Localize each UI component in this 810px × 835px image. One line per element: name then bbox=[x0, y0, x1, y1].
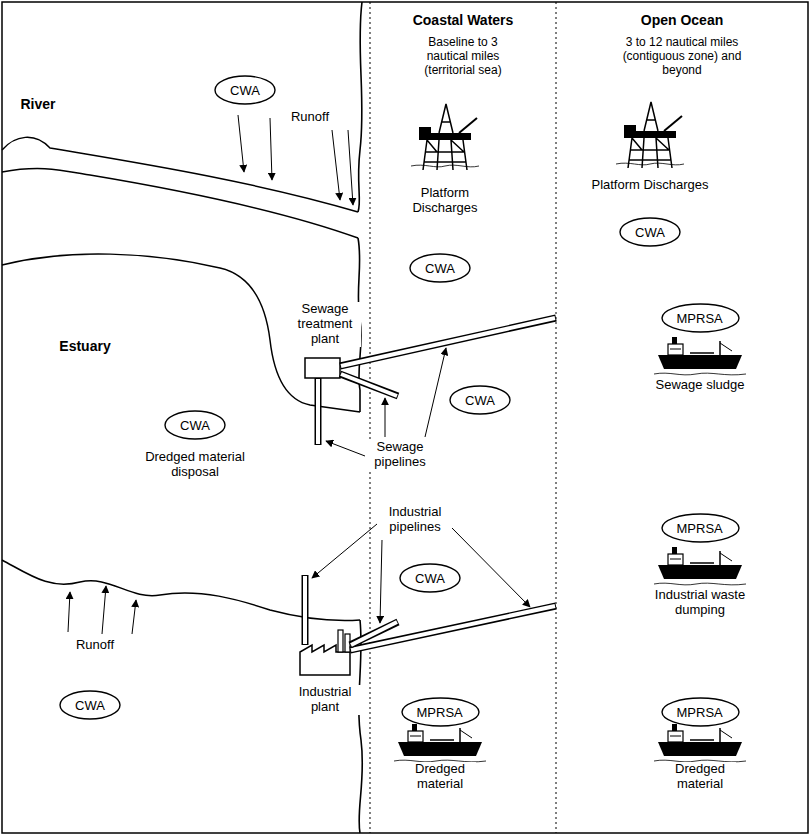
pipe-outline bbox=[302, 575, 309, 645]
oval-shape bbox=[662, 514, 739, 542]
jurisdiction-label: CWA bbox=[465, 394, 495, 409]
jurisdiction-label: CWA bbox=[425, 262, 455, 277]
jurisdiction-label: MPRSA bbox=[417, 706, 463, 721]
leader-arrow bbox=[326, 441, 365, 456]
pipe-outline bbox=[350, 606, 556, 650]
jurisdiction-label: MPRSA bbox=[677, 706, 723, 721]
leader-arrow bbox=[452, 528, 530, 607]
oval-shape bbox=[402, 698, 479, 726]
oval-shape bbox=[410, 254, 470, 282]
pipe-outline bbox=[350, 622, 398, 645]
leader-arrow bbox=[425, 348, 446, 437]
map-label: Runoff bbox=[289, 110, 331, 125]
jurisdiction-label: CWA bbox=[180, 419, 210, 434]
map-label: Open Ocean bbox=[639, 12, 725, 28]
oval-shape bbox=[60, 691, 120, 719]
oval-shape bbox=[450, 386, 510, 414]
cwa-oval: CWA bbox=[449, 385, 511, 415]
leader-arrow bbox=[385, 398, 386, 437]
cwa-oval: CWA bbox=[399, 563, 461, 593]
runoff-arrow bbox=[348, 130, 353, 205]
pipe-fill bbox=[341, 374, 397, 396]
coastline bbox=[359, 620, 363, 833]
ship-icon bbox=[654, 547, 746, 585]
ship-icon bbox=[394, 724, 486, 762]
coastline bbox=[358, 2, 362, 212]
oval-shape bbox=[620, 218, 680, 246]
ship-icon bbox=[654, 724, 746, 762]
jurisdiction-label: CWA bbox=[635, 226, 665, 241]
mprsa-oval: MPRSA bbox=[661, 513, 740, 543]
estuary-shore bbox=[2, 254, 360, 412]
map-label: Baseline to 3 nautical miles (territoria… bbox=[408, 36, 518, 77]
pipe-outline bbox=[340, 374, 398, 396]
river-bank bbox=[2, 169, 358, 238]
pipe-outline bbox=[315, 378, 322, 445]
pipe-fill bbox=[303, 576, 307, 644]
map-label: Coastal Waters bbox=[411, 12, 516, 28]
cwa-oval: CWA bbox=[59, 690, 121, 720]
sewage-plant-symbol bbox=[305, 358, 340, 378]
pipe-fill bbox=[341, 318, 555, 366]
oval-shape bbox=[215, 76, 275, 104]
cwa-oval: CWA bbox=[214, 75, 276, 105]
leader-arrow bbox=[312, 524, 377, 578]
pipe-fill bbox=[351, 606, 555, 650]
map-label: Industrial plant bbox=[289, 685, 361, 715]
baseline-boundary bbox=[370, 2, 371, 833]
map-label: Platform Discharges bbox=[589, 178, 710, 193]
mprsa-oval: MPRSA bbox=[661, 697, 740, 727]
runoff-arrow bbox=[132, 600, 136, 634]
map-label: Sewage pipelines bbox=[367, 440, 433, 470]
runoff-arrow bbox=[68, 592, 70, 632]
mprsa-oval: MPRSA bbox=[661, 303, 740, 333]
map-label: Dredged material bbox=[404, 762, 476, 792]
oval-shape bbox=[662, 304, 739, 332]
cwa-oval: CWA bbox=[619, 217, 681, 247]
runoff-arrow bbox=[332, 130, 340, 200]
map-label: 3 to 12 nautical miles (contiguous zone)… bbox=[607, 36, 757, 77]
mprsa-oval: MPRSA bbox=[401, 697, 480, 727]
platform-icon bbox=[616, 102, 684, 168]
leader-arrow bbox=[380, 540, 382, 623]
leader-arrows bbox=[312, 348, 530, 623]
map-label: Estuary bbox=[57, 338, 112, 354]
map-label: Runoff bbox=[74, 638, 116, 653]
oval-shape bbox=[662, 698, 739, 726]
map-label: Dredged material bbox=[664, 762, 736, 792]
platform-icon bbox=[411, 104, 479, 170]
map-label: River bbox=[18, 96, 57, 112]
pipe-fill bbox=[316, 379, 320, 444]
jurisdiction-label: CWA bbox=[75, 699, 105, 714]
jurisdiction-label: CWA bbox=[415, 572, 445, 587]
map-label: Dredged material disposal bbox=[135, 450, 255, 480]
pipe-outline bbox=[340, 318, 556, 366]
cwa-oval: CWA bbox=[409, 253, 471, 283]
cwa-oval: CWA bbox=[164, 410, 226, 440]
oval-shape bbox=[400, 564, 460, 592]
jurisdiction-label: CWA bbox=[230, 84, 260, 99]
river-bank bbox=[2, 137, 358, 212]
runoff-arrow bbox=[238, 115, 244, 172]
runoff-arrows bbox=[68, 115, 353, 634]
three-mile-boundary bbox=[556, 2, 557, 833]
smokestack bbox=[338, 630, 343, 652]
oval-shape bbox=[165, 411, 225, 439]
runoff-arrow bbox=[102, 586, 106, 634]
map-label: Platform Discharges bbox=[405, 186, 485, 216]
map-label: Industrial pipelines bbox=[379, 505, 451, 535]
pipe-fill bbox=[351, 622, 397, 645]
jurisdiction-label: MPRSA bbox=[677, 312, 723, 327]
runoff-arrow bbox=[270, 118, 272, 180]
jurisdiction-label: MPRSA bbox=[677, 522, 723, 537]
map-label: Industrial waste dumping bbox=[643, 588, 758, 618]
map-label: Sewage sludge bbox=[654, 378, 747, 393]
ship-icon bbox=[654, 337, 746, 375]
map-label: Sewage treatment plant bbox=[289, 302, 361, 347]
